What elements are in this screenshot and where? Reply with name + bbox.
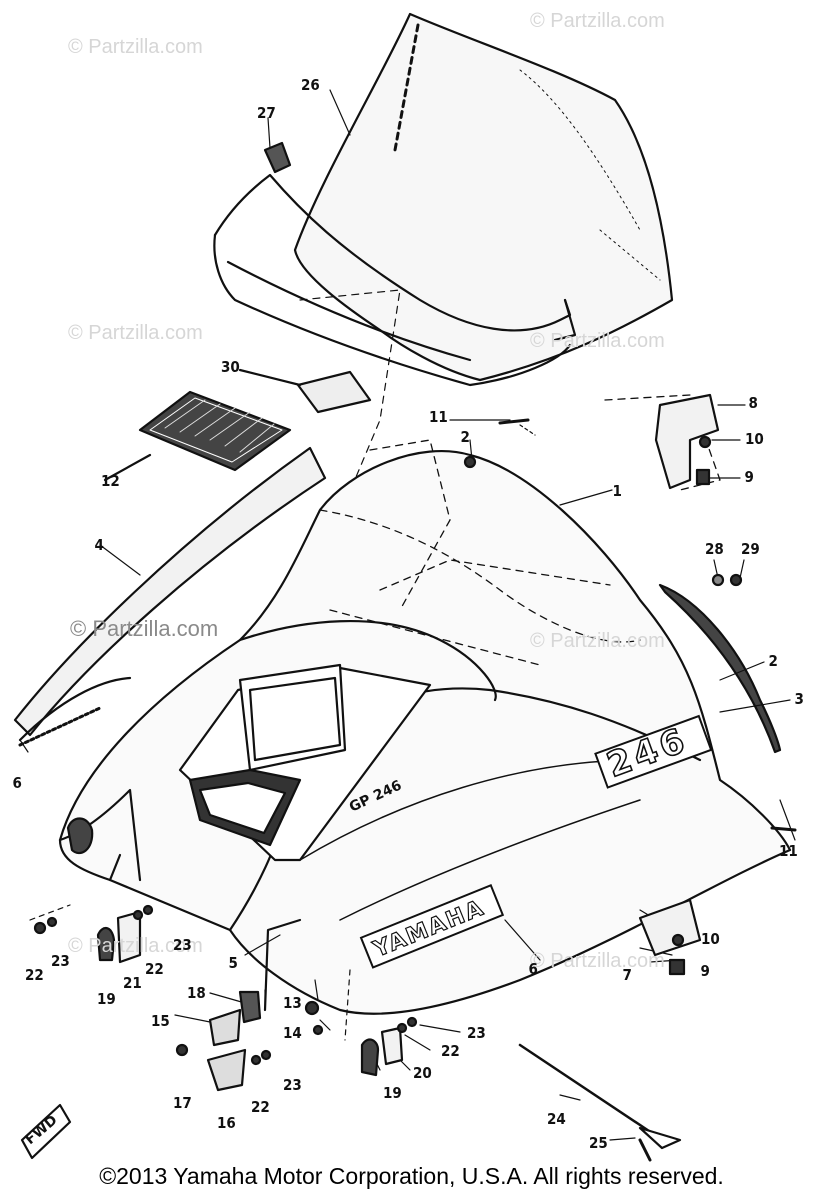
callout: 21 bbox=[123, 974, 142, 992]
callout: 19 bbox=[97, 990, 116, 1008]
callout: 7 bbox=[622, 966, 632, 984]
callout: 11 bbox=[429, 408, 448, 426]
callout: 13 bbox=[283, 994, 302, 1012]
callout: 18 bbox=[187, 984, 206, 1002]
callout: 28 bbox=[705, 540, 724, 558]
callout: 19 bbox=[383, 1084, 402, 1102]
callout: 10 bbox=[745, 430, 764, 448]
callout: 29 bbox=[741, 540, 760, 558]
callout: 2 bbox=[768, 652, 778, 670]
watermark: © Partzilla.com bbox=[530, 950, 665, 972]
copyright-footer: ©2013 Yamaha Motor Corporation, U.S.A. A… bbox=[99, 1163, 724, 1189]
callout: 22 bbox=[25, 966, 44, 984]
hardware bbox=[20, 393, 797, 1162]
watermark: © Partzilla.com bbox=[68, 322, 203, 344]
callout: 9 bbox=[744, 468, 754, 486]
watermark: © Partzilla.com bbox=[68, 935, 203, 957]
callout: 14 bbox=[283, 1024, 302, 1042]
callout: 25 bbox=[589, 1134, 608, 1152]
callout: 10 bbox=[701, 930, 720, 948]
callout: 22 bbox=[251, 1098, 270, 1116]
callout: 8 bbox=[748, 394, 758, 412]
callout: 23 bbox=[283, 1076, 302, 1094]
watermark: © Partzilla.com bbox=[530, 630, 665, 652]
callout: 22 bbox=[145, 960, 164, 978]
callout: 30 bbox=[221, 358, 240, 376]
callout: 4 bbox=[94, 536, 104, 554]
callout: 1 bbox=[612, 482, 622, 500]
callout: 9 bbox=[700, 962, 710, 980]
callout: 15 bbox=[151, 1012, 170, 1030]
callout: 5 bbox=[228, 954, 238, 972]
callout: 24 bbox=[547, 1110, 566, 1128]
watermark: © Partzilla.com bbox=[70, 616, 219, 641]
callout: 17 bbox=[173, 1094, 192, 1112]
vent-grille bbox=[103, 390, 292, 482]
callout: 26 bbox=[301, 76, 320, 94]
callout: 11 bbox=[779, 842, 798, 860]
callout: 23 bbox=[467, 1024, 486, 1042]
watermark: © Partzilla.com bbox=[530, 330, 665, 352]
windshield-clip bbox=[263, 141, 292, 174]
callout: 23 bbox=[173, 936, 192, 954]
callout: 6 bbox=[12, 774, 22, 792]
callout: 12 bbox=[101, 472, 120, 490]
callout: 27 bbox=[257, 104, 276, 122]
callout: 16 bbox=[217, 1114, 236, 1132]
callout: 22 bbox=[441, 1042, 460, 1060]
callout: 23 bbox=[51, 952, 70, 970]
callout: 6 bbox=[528, 960, 538, 978]
callout: 3 bbox=[794, 690, 804, 708]
hood bbox=[13, 394, 792, 1015]
side-strip-2 bbox=[658, 583, 782, 754]
watermark: © Partzilla.com bbox=[68, 36, 203, 58]
callout: 2 bbox=[460, 428, 470, 446]
callout: 20 bbox=[413, 1064, 432, 1082]
decal-30 bbox=[238, 289, 401, 611]
windshield bbox=[213, 12, 674, 387]
watermark: © Partzilla.com bbox=[530, 10, 665, 32]
